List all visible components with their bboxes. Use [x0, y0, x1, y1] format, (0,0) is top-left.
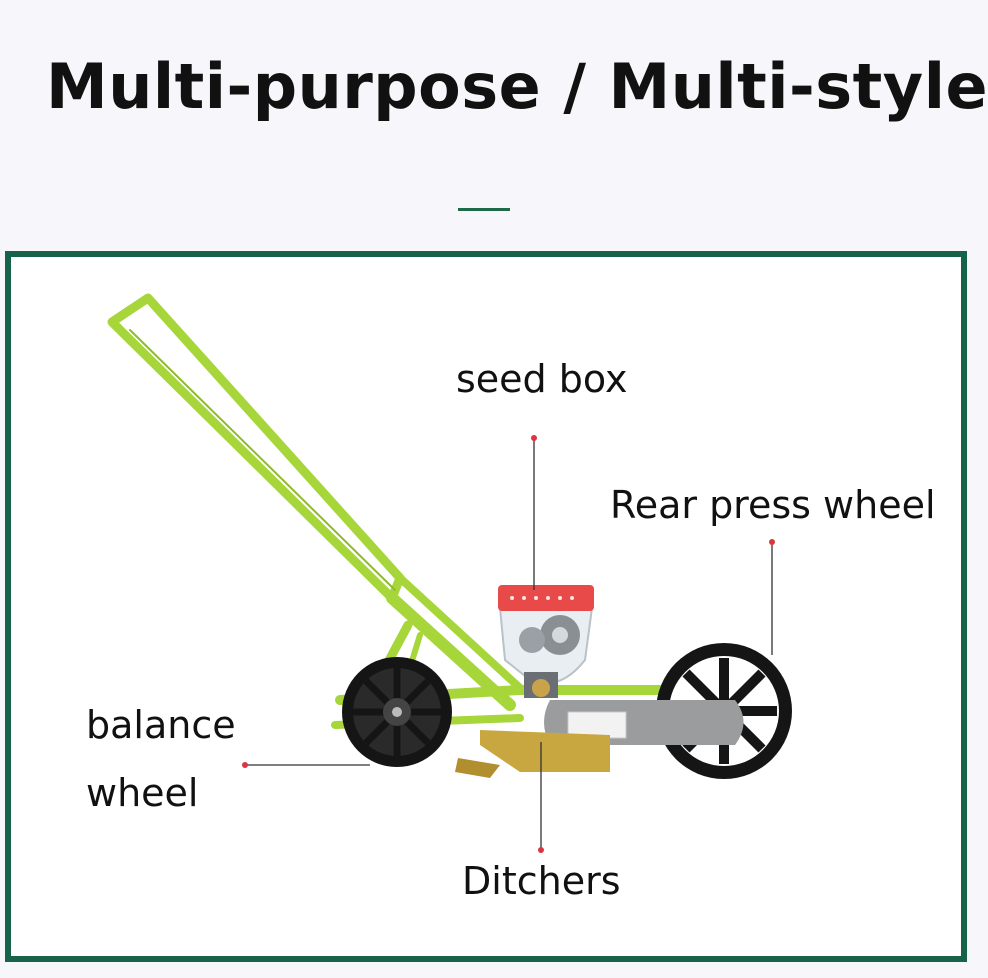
title-divider	[458, 208, 510, 211]
leader-dots	[242, 435, 775, 853]
page-title: Multi-purpose / Multi-style	[46, 50, 988, 123]
leader-lines	[245, 438, 773, 850]
seed-box-label: seed box	[456, 357, 628, 401]
balance-wheel	[342, 657, 452, 767]
balance-wheel-label-line1: balance	[86, 703, 236, 747]
ditcher	[455, 730, 610, 778]
balance-wheel-label-line2: wheel	[86, 771, 199, 815]
seed-box	[498, 585, 594, 698]
ditchers-label: Ditchers	[462, 859, 621, 903]
rear-press-wheel-label: Rear press wheel	[610, 483, 936, 527]
gray-cover	[544, 700, 744, 745]
handle	[107, 293, 524, 711]
